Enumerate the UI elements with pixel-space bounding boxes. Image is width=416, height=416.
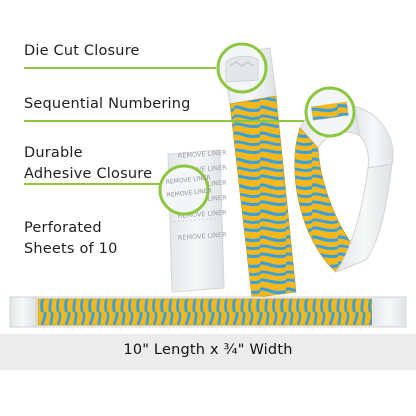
- callout-lines: [24, 67, 304, 185]
- feature-perforated-line-1: Perforated: [24, 220, 102, 236]
- magnifier-sequential: [304, 86, 356, 138]
- liner-text-1: REMOVE LINER: [178, 149, 228, 160]
- liner-text-5: REMOVE LINER: [178, 209, 228, 220]
- liner-text-6: REMOVE LINER: [178, 231, 228, 242]
- magnifier-liner-text-2: REMOVE LINER: [166, 187, 212, 199]
- size-caption: 10" Length x ¾" Width: [123, 342, 293, 358]
- feature-durable-line-1: Durable: [24, 145, 83, 161]
- feature-die-cut-closure: Die Cut Closure: [24, 43, 140, 59]
- feature-perforated-line-2: Sheets of 10: [24, 241, 118, 257]
- magnifier-die-cut: [216, 42, 268, 94]
- magnifier-adhesive: REMOVE LINER REMOVE LINER: [158, 164, 212, 216]
- feature-durable-line-2: Adhesive Closure: [24, 166, 153, 182]
- feature-sequential-numbering: Sequential Numbering: [24, 96, 191, 112]
- liner-text-2: REMOVE LINER: [178, 164, 228, 175]
- horizontal-wristband: [9, 296, 407, 328]
- caption-background: [0, 334, 416, 370]
- magnifier-liner-text-1: REMOVE LINER: [165, 174, 211, 186]
